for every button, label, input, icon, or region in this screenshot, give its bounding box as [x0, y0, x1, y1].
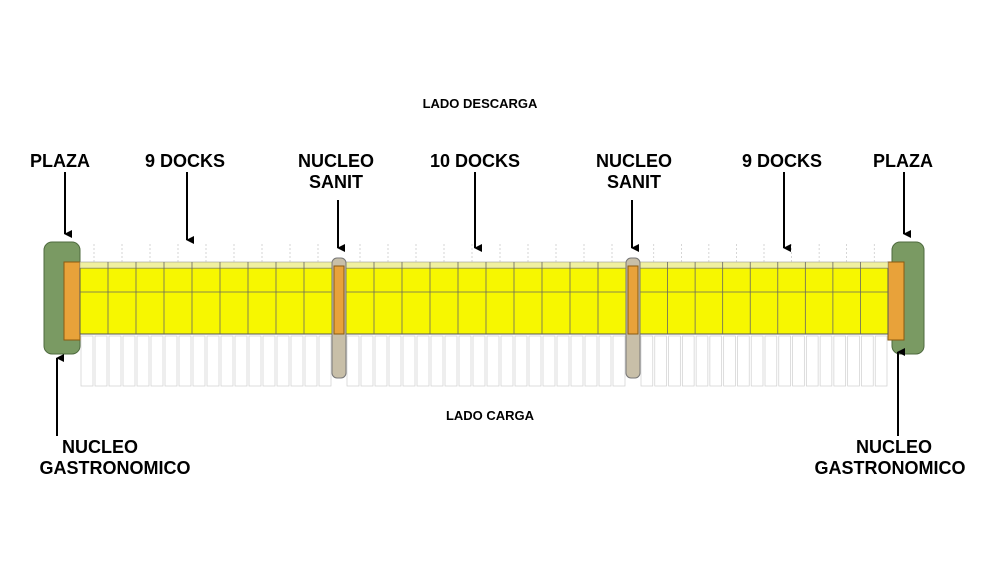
truck-bay — [262, 335, 276, 387]
truck-bay — [430, 335, 444, 387]
gastro-core-right — [887, 261, 905, 341]
truck-bay — [290, 335, 304, 387]
truck-bay — [861, 335, 874, 387]
truck-bay — [276, 335, 290, 387]
truck-bay — [750, 335, 764, 387]
truck-bay — [654, 335, 667, 387]
label-docks-center: 10 DOCKS — [429, 151, 521, 171]
label-docks-right: 9 DOCKS — [741, 151, 822, 171]
truck-bay — [847, 335, 860, 387]
truck-bay — [681, 335, 695, 387]
truck-bay — [737, 335, 750, 387]
truck-bay — [695, 335, 709, 387]
truck-bay — [150, 335, 164, 387]
gastro-core-left — [63, 261, 81, 341]
truck-bay — [792, 335, 805, 387]
truck-bay — [402, 335, 416, 387]
label-plaza-left: PLAZA — [30, 151, 90, 171]
truck-bay — [178, 335, 192, 387]
sanit-core-right-inner — [627, 265, 639, 335]
dock-band-left — [79, 267, 333, 335]
truck-bay — [318, 335, 332, 387]
truck-bay — [805, 335, 819, 387]
truck-bay — [94, 335, 108, 387]
truck-bay — [640, 335, 654, 387]
label-gastro-left-1: NUCLEO — [62, 437, 138, 457]
label-plaza-right: PLAZA — [873, 151, 933, 171]
label-sanit-left-1: NUCLEO — [298, 151, 374, 171]
truck-bay — [514, 335, 528, 387]
truck-bay — [486, 335, 500, 387]
side-label-top: LADO DESCARGA — [422, 96, 538, 111]
truck-bay — [764, 335, 778, 387]
sanit-core-left-inner — [333, 265, 345, 335]
truck-bay — [612, 335, 626, 387]
truck-bay — [234, 335, 248, 387]
truck-bay — [500, 335, 514, 387]
truck-bay — [709, 335, 723, 387]
label-sanit-left-2: SANIT — [309, 172, 363, 192]
truck-bay — [416, 335, 430, 387]
truck-bay — [248, 335, 262, 387]
truck-bay — [360, 335, 374, 387]
truck-bay — [570, 335, 584, 387]
truck-bay — [220, 335, 234, 387]
truck-bay — [458, 335, 472, 387]
canopy-strip — [79, 261, 889, 269]
truck-bay — [819, 335, 833, 387]
truck-bay — [108, 335, 122, 387]
truck-bay — [80, 335, 94, 387]
label-docks-left: 9 DOCKS — [144, 151, 225, 171]
label-sanit-right-1: NUCLEO — [596, 151, 672, 171]
truck-bay — [192, 335, 206, 387]
truck-bay — [528, 335, 542, 387]
truck-bay — [598, 335, 612, 387]
truck-bay — [584, 335, 598, 387]
truck-bay — [164, 335, 178, 387]
truck-bay — [388, 335, 402, 387]
truck-bay — [668, 335, 681, 387]
truck-bay — [874, 335, 888, 387]
truck-bay — [778, 335, 791, 387]
label-gastro-left-2: GASTRONOMICO — [39, 458, 191, 478]
label-gastro-right-1: NUCLEO — [856, 437, 932, 457]
truck-bay — [472, 335, 486, 387]
truck-bay — [206, 335, 220, 387]
truck-bay — [542, 335, 556, 387]
label-sanit-right-2: SANIT — [607, 172, 661, 192]
truck-bay — [346, 335, 360, 387]
truck-bay — [444, 335, 458, 387]
side-label-bottom: LADO CARGA — [445, 408, 535, 423]
truck-bay — [374, 335, 388, 387]
dock-band-right — [639, 267, 889, 335]
truck-bay — [304, 335, 318, 387]
label-gastro-right-2: GASTRONOMICO — [814, 458, 966, 478]
truck-bay — [556, 335, 570, 387]
truck-bay — [723, 335, 736, 387]
truck-bay — [122, 335, 136, 387]
truck-bay — [833, 335, 847, 387]
truck-bay — [136, 335, 150, 387]
